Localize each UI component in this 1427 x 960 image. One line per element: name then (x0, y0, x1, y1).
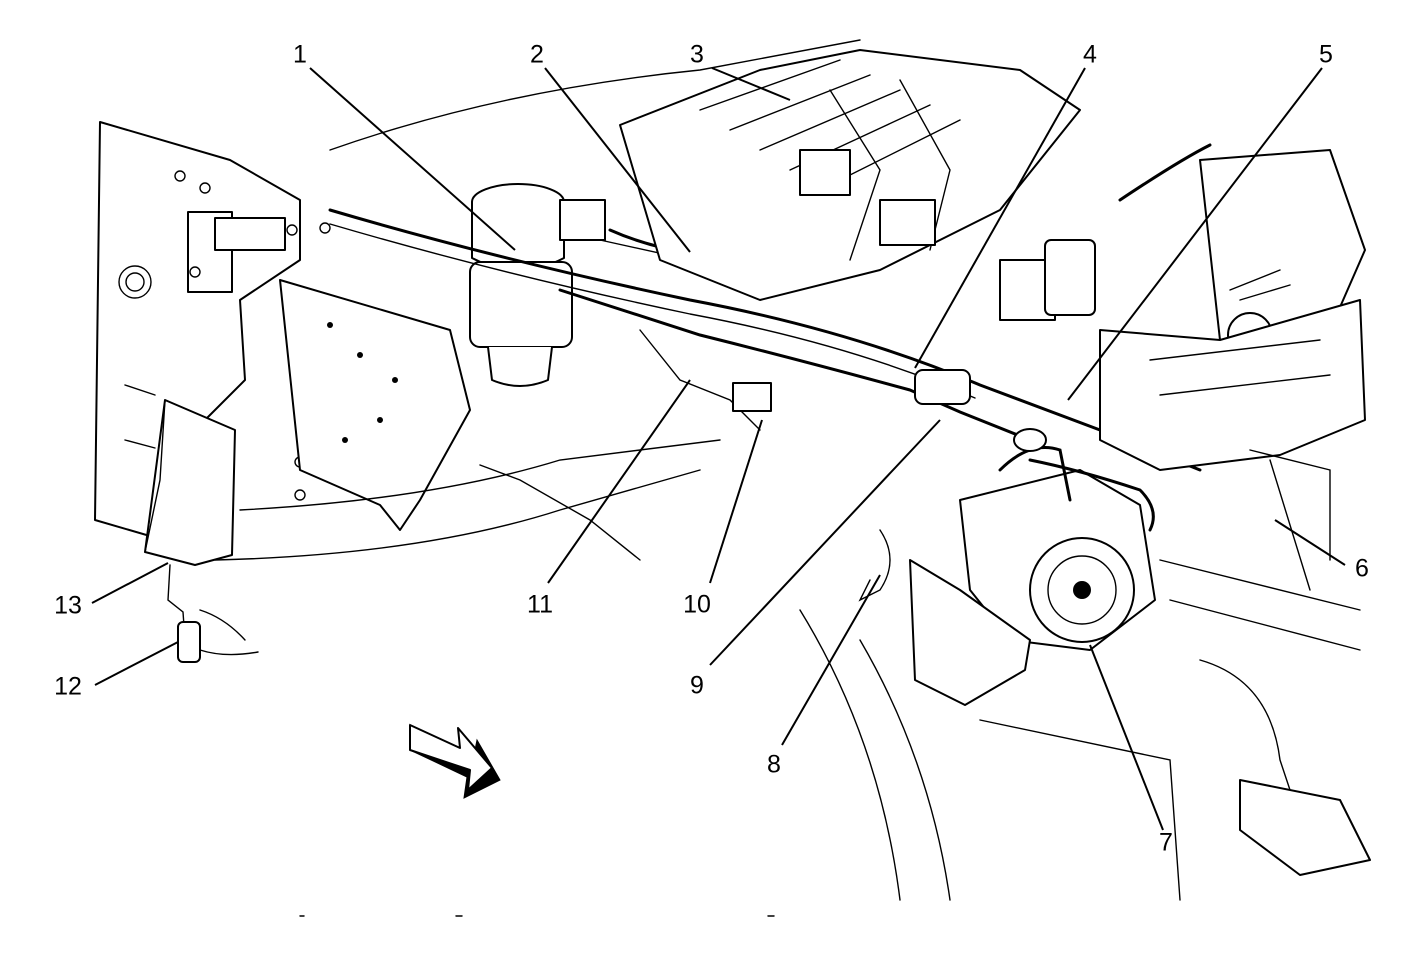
sensor-body (177, 621, 201, 663)
radiator-hose-6 (1249, 449, 1331, 591)
leader-4 (914, 67, 1086, 369)
throttle-linkage (1229, 269, 1291, 301)
leader-5 (1067, 67, 1323, 401)
support-clamp (214, 217, 286, 251)
fuel-rail (829, 79, 951, 261)
rivet (357, 352, 363, 358)
rivet (392, 377, 398, 383)
leader-9 (709, 419, 941, 666)
hood-edge (329, 39, 861, 151)
leader-2 (544, 67, 691, 253)
wheel-well-arc-inner (859, 639, 951, 901)
frame-lower-edge (214, 469, 701, 561)
lower-frame (979, 719, 1181, 901)
bracket-hose (858, 529, 891, 602)
leader-7 (1089, 644, 1164, 831)
ac-line-a (328, 208, 1202, 472)
leader-8 (781, 574, 881, 746)
callout-10: 10 (683, 591, 711, 619)
panel-hole (118, 265, 152, 299)
bolt (189, 266, 201, 278)
clutch-plate (1047, 555, 1117, 625)
bolt (199, 182, 211, 194)
frame-rail-right (1159, 559, 1361, 651)
intake-runners (699, 59, 961, 191)
rivet (377, 417, 383, 423)
coil-pack (1044, 239, 1096, 316)
canister-edge (144, 399, 166, 553)
accumulator-base (487, 346, 553, 387)
canister (144, 399, 236, 566)
bolt (174, 170, 186, 182)
callout-3: 3 (690, 41, 704, 69)
callout-labels: 1 2 3 4 5 6 7 8 9 10 11 12 13 (54, 41, 1369, 857)
ac-line-b (558, 288, 1032, 442)
leader-10 (709, 419, 763, 584)
frame-upper-edge (239, 439, 721, 511)
wheel-well-arc (799, 609, 901, 901)
callout-8: 8 (767, 751, 781, 779)
injector-block (879, 199, 936, 246)
bolt (319, 222, 331, 234)
forward-arrow-icon (409, 723, 501, 799)
callout-5: 5 (1319, 41, 1333, 69)
compressor-bracket (909, 559, 1031, 706)
leader-6 (1274, 519, 1346, 566)
vacuum-hose (1118, 143, 1212, 202)
block-ribs (1149, 339, 1331, 396)
splash-shield (279, 279, 471, 531)
accumulator-bracket (559, 199, 606, 241)
leader-12 (94, 641, 179, 686)
throttle-housing (1199, 149, 1366, 341)
injector-block (799, 149, 851, 196)
line-fitting (914, 369, 971, 405)
bolt (286, 224, 298, 236)
rivet (342, 437, 348, 443)
panel-slots (124, 384, 156, 449)
panel-hole-inner (125, 272, 145, 292)
leader-1 (309, 67, 516, 251)
callout-2: 2 (530, 41, 544, 69)
bolt (294, 489, 306, 501)
callout-1: 1 (293, 41, 307, 69)
rivet (327, 322, 333, 328)
callout-12: 12 (54, 673, 82, 701)
leader-lines (91, 67, 1346, 831)
steering-line (1199, 659, 1301, 821)
callout-11: 11 (527, 591, 553, 619)
leader-13 (91, 562, 169, 604)
line-art (94, 39, 1371, 901)
leader-11 (547, 379, 691, 584)
frame-curve (479, 464, 641, 561)
ac-line-a-edge (329, 223, 976, 399)
callout-13: 13 (54, 592, 82, 620)
callout-7: 7 (1159, 829, 1173, 857)
clutch-hub (1073, 581, 1091, 599)
callout-6: 6 (1355, 555, 1369, 583)
leader-3 (711, 67, 791, 101)
callout-4: 4 (1083, 41, 1097, 69)
callout-9: 9 (690, 672, 704, 700)
compressor-hose (1028, 458, 1155, 532)
wire-harness (639, 329, 761, 431)
line-connector (732, 382, 772, 412)
service-port (1013, 428, 1047, 452)
sensor-leads (199, 609, 259, 656)
steering-gear (1239, 779, 1371, 876)
